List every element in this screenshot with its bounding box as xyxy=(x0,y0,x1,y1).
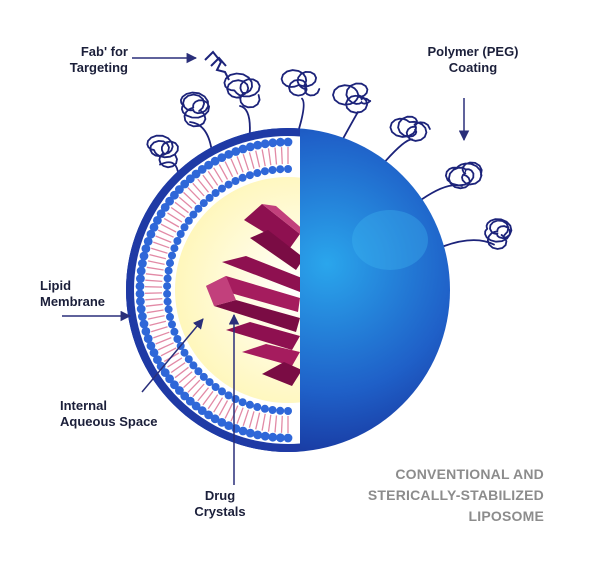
liposome-cutaway xyxy=(126,128,300,452)
drug-crystals xyxy=(206,204,300,386)
sphere-highlight xyxy=(352,210,428,270)
peg-polymer-coating xyxy=(146,69,513,250)
inner-lipid-heads xyxy=(163,165,292,415)
lipid-tails xyxy=(144,147,289,433)
outer-lipid-heads xyxy=(135,137,293,443)
aqueous-arrow xyxy=(141,318,204,393)
callout-arrows xyxy=(62,52,470,485)
fab-fragment-icon xyxy=(204,50,230,81)
label-polymer-coating: Polymer (PEG)Coating xyxy=(427,44,519,75)
